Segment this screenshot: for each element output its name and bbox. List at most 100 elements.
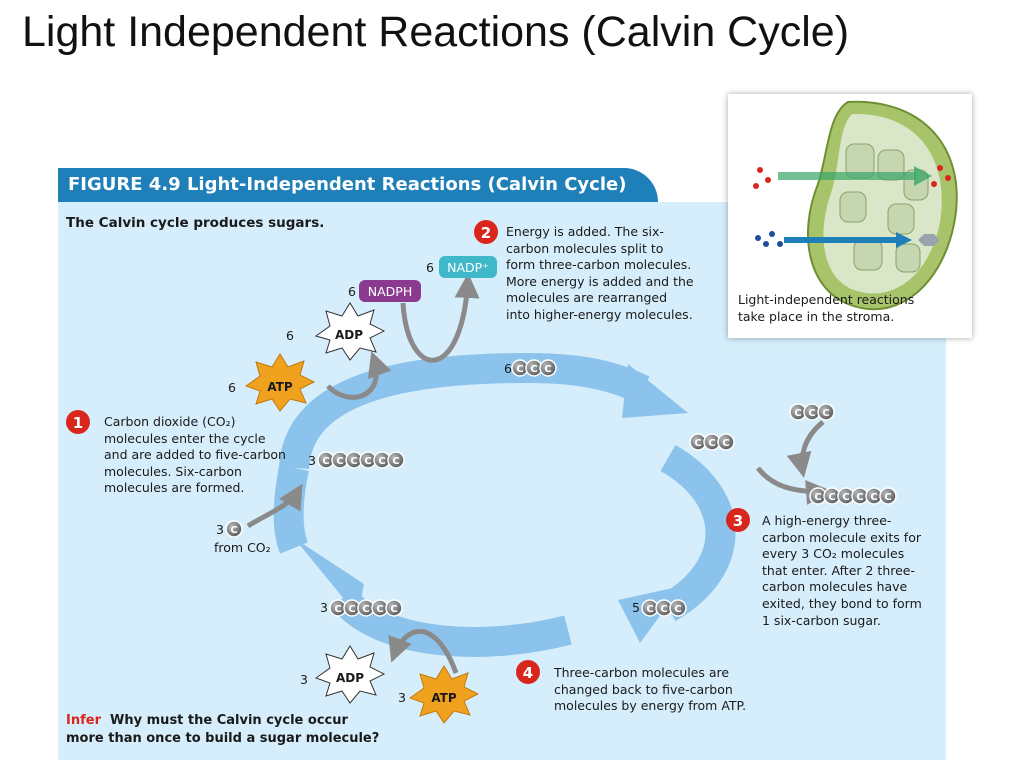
step-1-line: and are added to five-carbon [104,447,286,463]
carbon-atom [717,433,735,451]
carbon-atom [539,359,557,377]
carbon-atom [385,599,403,617]
co2-count: 3 [216,522,224,537]
step-4-line: changed back to five-carbon [554,681,733,697]
carbon-atom-label: C [646,604,653,615]
step-1-line: molecules are formed. [104,480,245,496]
carbon-atom-label: C [390,604,397,615]
step-3-line: carbon molecules have [762,579,908,595]
carbon-atom-label: C [814,492,821,503]
carbon-atom-label: C [828,492,835,503]
three-carbon-drop-arrow [786,420,825,478]
step-2-number: 2 [481,224,491,242]
carbon-atom-label: C [530,364,537,375]
inset-caption-1: Light-independent reactions [738,292,914,307]
thylakoid-stacks [839,143,929,273]
adp-bottom-count: 3 [300,672,308,687]
carbon-atom-label: C [884,492,891,503]
carbon-atom-label: C [364,456,371,467]
atp-top-label: ATP [267,380,293,394]
step-2-line: More energy is added and the [506,273,694,289]
carbon-atom-label: C [392,456,399,467]
adp-bottom-burst [314,645,386,704]
cycle-arrow-right [660,444,736,622]
step-2-line: form three-carbon molecules. [506,257,692,273]
carbon-atom-label: C [516,364,523,375]
step-1-line: molecules. Six-carbon [104,463,242,479]
cycle-arrow-head-top [622,364,688,418]
adp-top-burst [314,302,386,361]
carbon-atom-label: C [694,438,701,449]
infer-line-1: Why must the Calvin cycle occur [110,713,348,728]
step-3-line: A high-energy three- [762,513,892,528]
carbon-atom [879,487,897,505]
carbon-atom-label: C [376,604,383,615]
step-4-text: Three-carbon molecules are changed back … [554,665,746,715]
chloroplast-illustration: Light-independent reactions take place i… [738,100,958,324]
three-carbon-top-count: 6 [504,361,512,376]
inset-co2 [755,231,783,247]
step-1-text: Carbon dioxide (CO₂) molecules enter the… [104,414,286,497]
figure-title: FIGURE 4.9 Light-Independent Reactions (… [68,174,627,195]
three-carbon-bottom-count: 5 [632,600,640,615]
adp-top-label: ADP [335,328,363,342]
carbon-atom-label: C [822,408,829,419]
carbon-atom-label: C [336,456,343,467]
carbon-atom-label: C [544,364,551,375]
step-3-line: 1 six-carbon sugar. [762,612,881,628]
step-4-number: 4 [523,664,533,682]
carbon-atom-label: C [334,604,341,615]
nadp-label: NADP⁺ [447,260,489,275]
carbon-atom-label: C [348,604,355,615]
carbon-atom-label: C [350,456,357,467]
atp-bottom-count: 3 [398,690,406,705]
carbon-atom-label: C [808,408,815,419]
step-1-number: 1 [73,414,83,432]
carbon-atom-label: C [708,438,715,449]
carbon-atom [817,403,835,421]
atp-top-burst [244,353,316,412]
carbon-atom-label: C [362,604,369,615]
step-2-line: into higher-energy molecules. [506,306,693,322]
sugar-hexagon [918,234,940,246]
carbon-atom-label: C [378,456,385,467]
atp-adp-top-arrow [326,351,392,400]
step-1-line: molecules enter the cycle [104,430,266,446]
inset-arrow-blue-head [896,232,912,248]
carbon-atom-label: C [794,408,801,419]
step-4-line: molecules by energy from ATP. [554,698,747,714]
infer-question: Infer Why must the Calvin cycle occur mo… [66,712,379,748]
step-2-line: molecules are rearranged [506,290,668,306]
step-1-line: Carbon dioxide (CO₂) [104,414,236,429]
step-3-circle [726,508,750,532]
carbon-atom-label: C [722,438,729,449]
infer-line-2: more than once to build a sugar molecule… [66,731,380,746]
carbon-atom-label: C [322,456,329,467]
step-4-circle [516,660,540,684]
carbon-atom [225,520,243,538]
nadph-count: 6 [348,284,356,299]
carbon-atom-label: C [856,492,863,503]
nadph-nadp-arrow [400,273,480,363]
nadp-count: 6 [426,260,434,275]
step-3-text: A high-energy three- carbon molecule exi… [762,513,922,629]
nadph-box [359,280,421,302]
atp-bottom-label: ATP [431,691,457,705]
step-2-line: carbon molecules split to [506,240,664,256]
carbon-atom-label: C [842,492,849,503]
step-2-text: Energy is added. The six- carbon molecul… [506,224,694,324]
nadph-label: NADPH [368,284,412,299]
step-3-number: 3 [733,512,743,530]
adp-bottom-label: ADP [336,671,364,685]
carbon-atom-label: C [674,604,681,615]
stroma-inset: Light-independent reactions take place i… [728,94,972,338]
step-2-line: Energy is added. The six- [506,224,664,239]
carbon-atom-label: C [870,492,877,503]
